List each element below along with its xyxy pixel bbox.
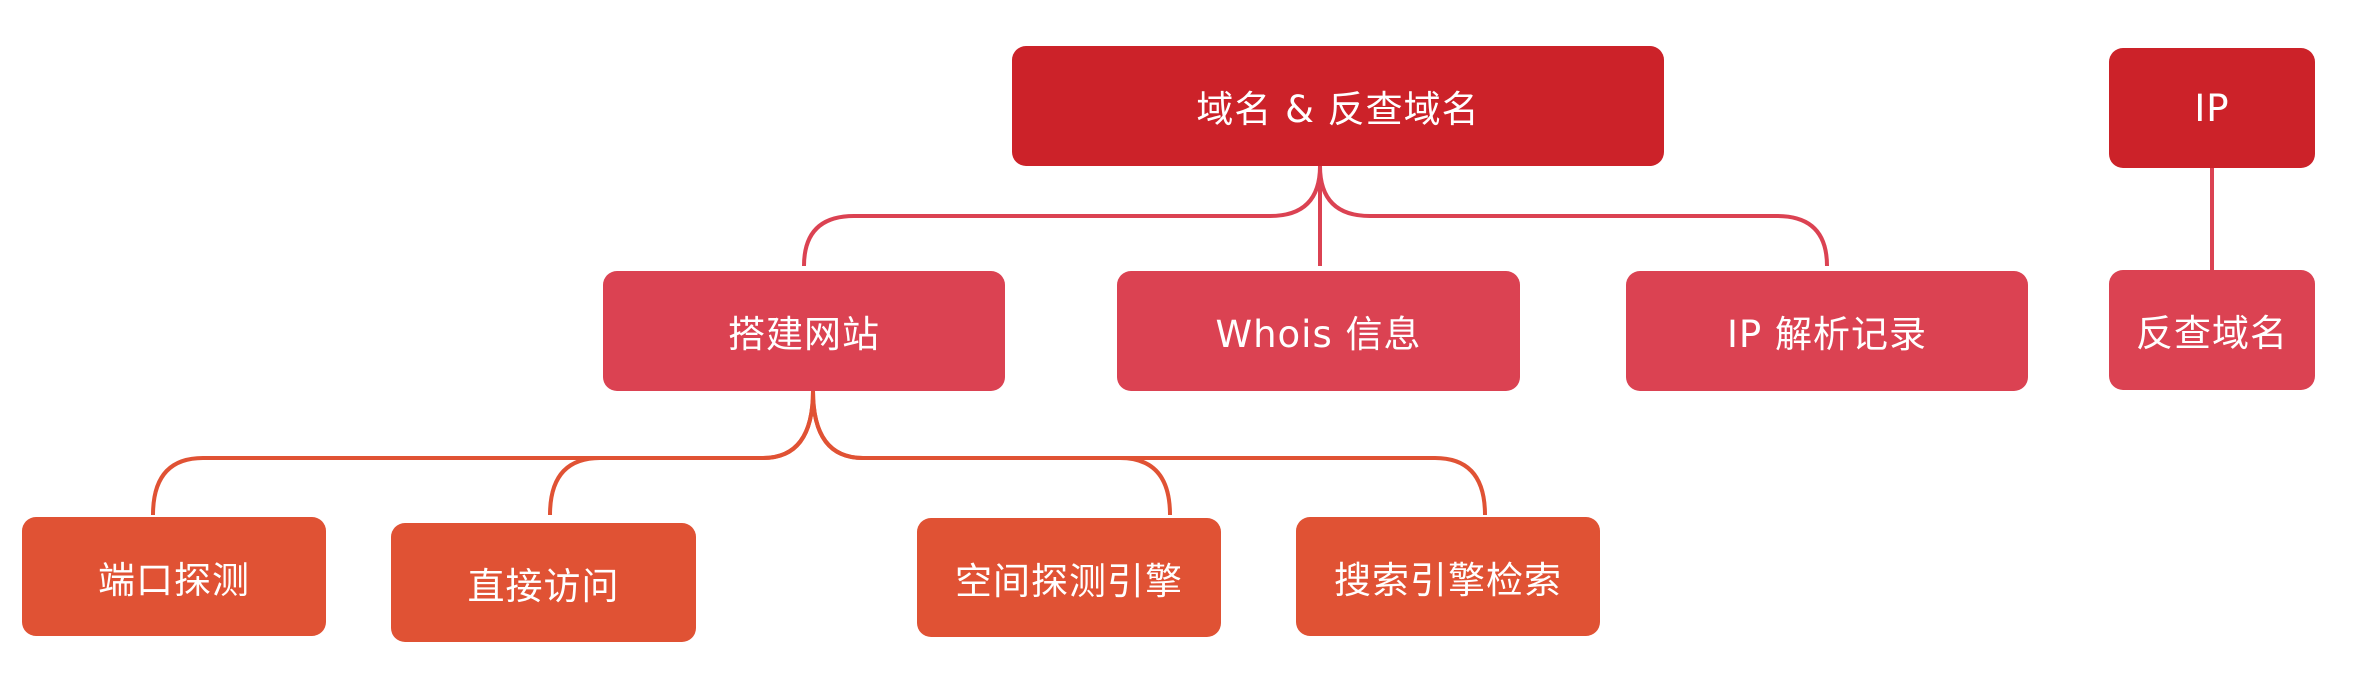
- node-ip: IP: [2109, 48, 2315, 168]
- edge-site-search-engine: [811, 390, 1487, 516]
- node-label: IP 解析记录: [1727, 313, 1927, 356]
- node-label: 空间探测引擎: [955, 559, 1183, 603]
- node-label: IP: [2194, 86, 2230, 130]
- node-build-site: 搭建网站: [603, 271, 1005, 391]
- node-direct-access: 直接访问: [391, 523, 696, 642]
- node-label: Whois 信息: [1215, 313, 1422, 356]
- edge-root-build-site: [802, 165, 1322, 267]
- node-search-engine: 搜索引擎检索: [1296, 517, 1600, 636]
- node-label: 搭建网站: [728, 313, 880, 356]
- node-port-scan: 端口探测: [22, 517, 326, 636]
- node-dns-records: IP 解析记录: [1626, 271, 2028, 391]
- node-label: 搜索引擎检索: [1334, 558, 1562, 602]
- node-label: 域名 & 反查域名: [1196, 88, 1480, 131]
- edge-site-direct-access: [548, 390, 815, 516]
- node-label: 直接访问: [467, 564, 620, 608]
- edge-site-port-scan: [151, 390, 815, 516]
- node-domain-reverse-lookup: 域名 & 反查域名: [1012, 46, 1664, 166]
- node-reverse-domain: 反查域名: [2109, 270, 2315, 390]
- edge-site-space-engine: [811, 390, 1172, 516]
- node-label: 端口探测: [98, 558, 250, 602]
- node-label: 反查域名: [2136, 312, 2288, 355]
- edge-root-dns: [1318, 165, 1829, 267]
- node-space-engine: 空间探测引擎: [917, 518, 1221, 637]
- node-whois: Whois 信息: [1117, 271, 1520, 391]
